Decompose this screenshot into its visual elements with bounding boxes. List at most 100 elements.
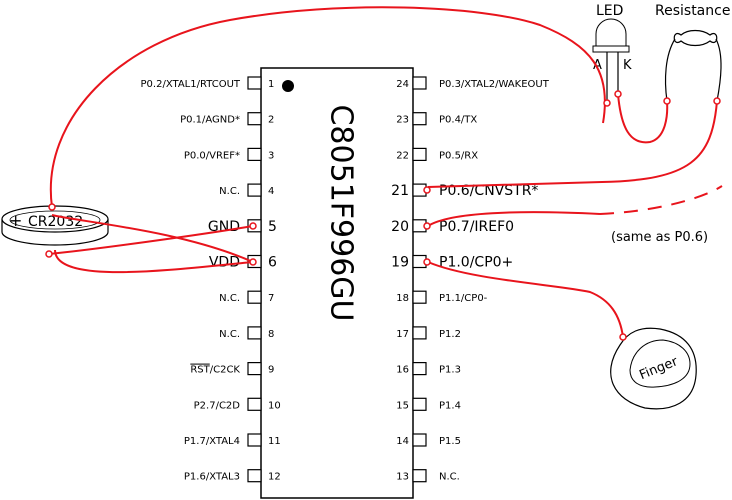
wire-battery-to-gnd <box>48 225 254 255</box>
chip-label: C8051F996GU <box>324 104 359 321</box>
pin-18-number: 18 <box>396 293 409 304</box>
resistor-label: Resistance <box>655 3 730 19</box>
pin-11-number: 11 <box>268 436 281 447</box>
pin-18-pad <box>412 290 427 304</box>
pin-24-pad <box>412 76 427 90</box>
led-anode-label: A <box>593 58 602 73</box>
pin-23-pad <box>412 112 427 126</box>
resistor-body <box>673 29 718 47</box>
pin-20-number: 20 <box>391 219 409 235</box>
pin-21-label: P0.6/CNVSTR* <box>439 183 538 199</box>
led-rim <box>592 45 630 53</box>
pin-5-number: 5 <box>268 219 277 235</box>
pin-4-label: N.C. <box>219 186 240 197</box>
dot-p10 <box>423 258 431 266</box>
pin-23-label: P0.4/TX <box>439 115 477 126</box>
finger-sensor: Finger <box>610 327 697 410</box>
pin-15-label: P1.4 <box>439 400 461 411</box>
pin-13-pad <box>412 469 427 483</box>
pin-7-label: N.C. <box>219 293 240 304</box>
dot-resistor-left <box>663 97 671 105</box>
pin-8-number: 8 <box>268 329 274 340</box>
dot-battery-plus <box>48 203 56 211</box>
pin-16-pad <box>412 362 427 376</box>
chip-body <box>260 67 414 499</box>
wire-p07 <box>427 211 601 227</box>
pin-17-number: 17 <box>396 329 409 340</box>
pin-22-number: 22 <box>396 150 409 161</box>
dot-vdd <box>249 258 257 266</box>
led-cathode-label: K <box>623 58 632 73</box>
pin-14-pad <box>412 433 427 447</box>
pin-8-pad <box>247 326 262 340</box>
pin-20-label: P0.7/IREF0 <box>439 219 514 235</box>
resistor-left-lead <box>664 38 676 102</box>
pin-7-number: 7 <box>268 293 274 304</box>
dot-resistor-right <box>713 97 721 105</box>
pin-9-number: 9 <box>268 365 274 376</box>
pin-4-pad <box>247 183 262 197</box>
pin1-indicator <box>282 80 294 92</box>
wire-battery-plus-to-led <box>49 6 606 208</box>
pin-4-number: 4 <box>268 186 274 197</box>
pin-14-label: P1.5 <box>439 436 461 447</box>
dot-battery-minus <box>45 250 53 258</box>
wire-battery-to-vdd <box>51 214 254 263</box>
pin-17-label: P1.2 <box>439 329 461 340</box>
pin-19-number: 19 <box>391 255 409 271</box>
pin-11-pad <box>247 433 262 447</box>
pin-14-number: 14 <box>396 436 409 447</box>
pin-16-label: P1.3 <box>439 365 461 376</box>
pin-24-number: 24 <box>396 79 409 90</box>
pin-10-number: 10 <box>268 400 281 411</box>
pin-12-pad <box>247 469 262 483</box>
pin-13-label: N.C. <box>439 472 460 483</box>
resistor-right-lead <box>715 38 722 102</box>
pin-1-pad <box>247 76 262 90</box>
pin-12-number: 12 <box>268 472 281 483</box>
wire-p07-continuation <box>599 185 723 215</box>
pin-9-label: RST/C2CK <box>190 365 240 376</box>
dot-p07 <box>423 222 431 230</box>
pin-22-label: P0.5/RX <box>439 150 478 161</box>
pin-15-pad <box>412 397 427 411</box>
dot-p06 <box>423 186 431 194</box>
pin-23-number: 23 <box>396 115 409 126</box>
pin-7-pad <box>247 290 262 304</box>
wire-resistor-to-p06 <box>427 100 718 188</box>
pin-10-pad <box>247 397 262 411</box>
pin-5-label: GND <box>208 219 240 235</box>
wire-battery-underside <box>54 249 254 274</box>
wire-p10-to-finger <box>427 261 624 338</box>
resistor-component: Resistance <box>655 3 730 102</box>
pin-17-pad <box>412 326 427 340</box>
pin-3-number: 3 <box>268 150 274 161</box>
pin-19-label: P1.0/CP0+ <box>439 255 513 271</box>
wire-led-to-resistor <box>617 93 669 144</box>
led-component: LED A K <box>592 3 632 101</box>
pin-8-label: N.C. <box>219 329 240 340</box>
cr2032-battery: + CR2032 <box>1 205 109 246</box>
pin-2-pad <box>247 112 262 126</box>
finger-nail <box>629 339 691 388</box>
pin-10-label: P2.7/C2D <box>194 400 241 411</box>
dot-gnd <box>249 222 257 230</box>
pin-24-label: P0.3/XTAL2/WAKEOUT <box>439 79 550 90</box>
pin-6-number: 6 <box>268 255 277 271</box>
pin-18-label: P1.1/CP0- <box>439 293 488 304</box>
dot-finger <box>619 333 627 341</box>
pin-6-label: VDD <box>209 255 240 271</box>
pin-9-label-rest: /C2CK <box>210 365 241 376</box>
pin-9-overline-text: RST <box>190 365 210 376</box>
led-label: LED <box>596 3 623 19</box>
battery-inner-ring <box>9 210 101 230</box>
wire-dots <box>45 90 721 341</box>
dot-led-cathode <box>614 90 622 98</box>
pin-12-label: P1.6/XTAL3 <box>184 472 240 483</box>
battery-plus: + <box>9 211 22 230</box>
pin-2-number: 2 <box>268 115 274 126</box>
pin-1-label: P0.2/XTAL1/RTCOUT <box>141 79 241 90</box>
pin-3-pad <box>247 147 262 161</box>
